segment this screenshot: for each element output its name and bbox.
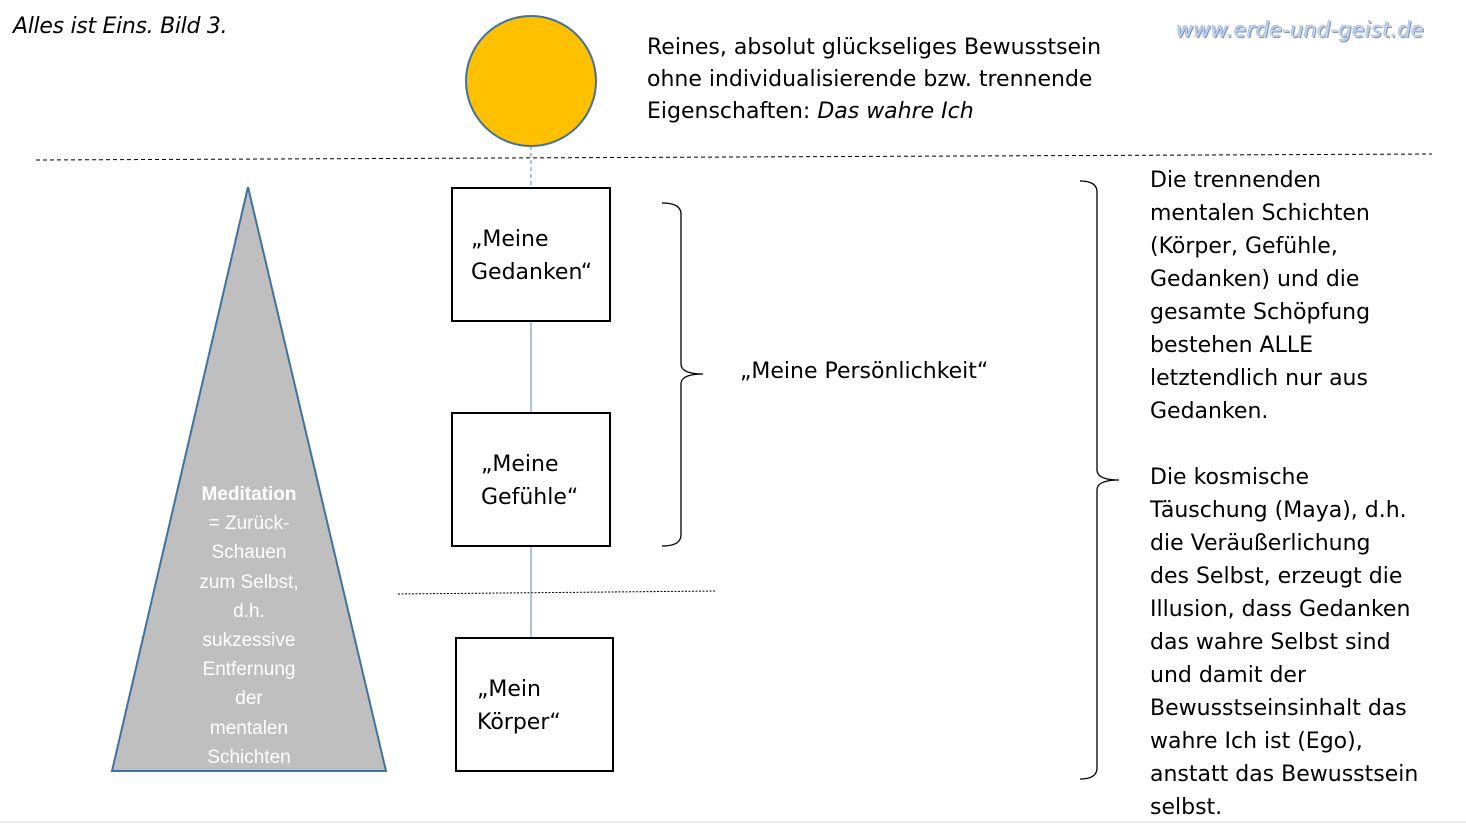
body-separator-line [397, 590, 717, 595]
meditation-line: = Zurück- [208, 513, 290, 535]
pure-consciousness-description: Reines, absolut glückseliges Bewusstsein… [647, 32, 1117, 128]
feelings-line2: Gefühle“ [481, 485, 579, 510]
meditation-line: mentalen [209, 717, 289, 739]
explanation-line: selbst. [1150, 795, 1223, 820]
paragraph-spacer [1150, 428, 1450, 461]
meditation-triangle [110, 186, 388, 772]
meditation-line: Entfernung [202, 659, 296, 681]
explanation-line: Die trennenden [1150, 168, 1322, 193]
body-box: „Mein Körper“ [455, 637, 614, 772]
thoughts-box: „Meine Gedanken“ [451, 187, 611, 322]
explanation-line: die Veräußerlichung [1150, 531, 1371, 556]
meditation-line: sukzessive [202, 630, 296, 652]
explanation-line: Gedanken. [1150, 399, 1269, 424]
explanation-line: Gedanken) und die [1150, 267, 1360, 292]
explanation-paragraph-1: Die trennenden mentalen Schichten (Körpe… [1150, 164, 1450, 428]
explanation-line: und damit der [1150, 663, 1306, 688]
layers-brace [1079, 180, 1120, 780]
description-line: Eigenschaften: Das wahre Ich [647, 96, 1117, 128]
meditation-line: Schichten [207, 746, 291, 768]
description-line: Reines, absolut glückseliges Bewusstsein [647, 35, 1102, 60]
meditation-line: Schauen [211, 542, 287, 564]
body-line1: „Mein [477, 677, 541, 702]
meditation-line: zum Selbst, [199, 571, 299, 593]
description-prefix: Eigenschaften: [647, 99, 818, 124]
personality-label: „Meine Persönlichkeit“ [740, 359, 989, 384]
explanation-line: des Selbst, erzeugt die [1150, 564, 1403, 589]
top-separator-line [35, 153, 1433, 161]
sun-circle [465, 15, 597, 147]
explanation-line: wahre Ich ist (Ego), [1150, 729, 1363, 754]
body-line2: Körper“ [477, 710, 561, 735]
meditation-text: Meditation = Zurück- Schauen zum Selbst,… [170, 480, 328, 772]
meditation-line: der [235, 688, 263, 710]
explanation-paragraph-2: Die kosmische Täuschung (Maya), d.h. die… [1150, 461, 1450, 824]
feelings-box: „Meine Gefühle“ [451, 412, 611, 547]
website-link[interactable]: www.erde-und-geist.de [1176, 18, 1425, 42]
meditation-line: d.h. [233, 600, 265, 622]
explanation-line: anstatt das Bewusstsein [1150, 762, 1419, 787]
feelings-line1: „Meine [481, 452, 559, 477]
explanation-line: (Körper, Gefühle, [1150, 234, 1338, 259]
page-title: Alles ist Eins. Bild 3. [13, 14, 228, 39]
explanation-line: mentalen Schichten [1150, 201, 1370, 226]
explanation-line: das wahre Selbst sind [1150, 630, 1391, 655]
explanation-line: Täuschung (Maya), d.h. [1150, 498, 1407, 523]
true-self-label: Das wahre Ich [817, 99, 974, 124]
explanation-line: gesamte Schöpfung [1150, 300, 1371, 325]
explanation-line: Die kosmische [1150, 465, 1310, 490]
thoughts-line1: „Meine [471, 227, 549, 252]
explanation-text: Die trennenden mentalen Schichten (Körpe… [1150, 164, 1450, 824]
explanation-line: Bewusstseinsinhalt das [1150, 696, 1407, 721]
explanation-line: letztendlich nur aus [1150, 366, 1368, 391]
explanation-line: Illusion, dass Gedanken [1150, 597, 1411, 622]
explanation-line: bestehen ALLE [1150, 333, 1314, 358]
thoughts-line2: Gedanken“ [471, 260, 593, 285]
personality-brace [661, 202, 704, 547]
meditation-heading: Meditation [201, 484, 297, 505]
description-line: ohne individualisierende bzw. trennende [647, 67, 1093, 92]
